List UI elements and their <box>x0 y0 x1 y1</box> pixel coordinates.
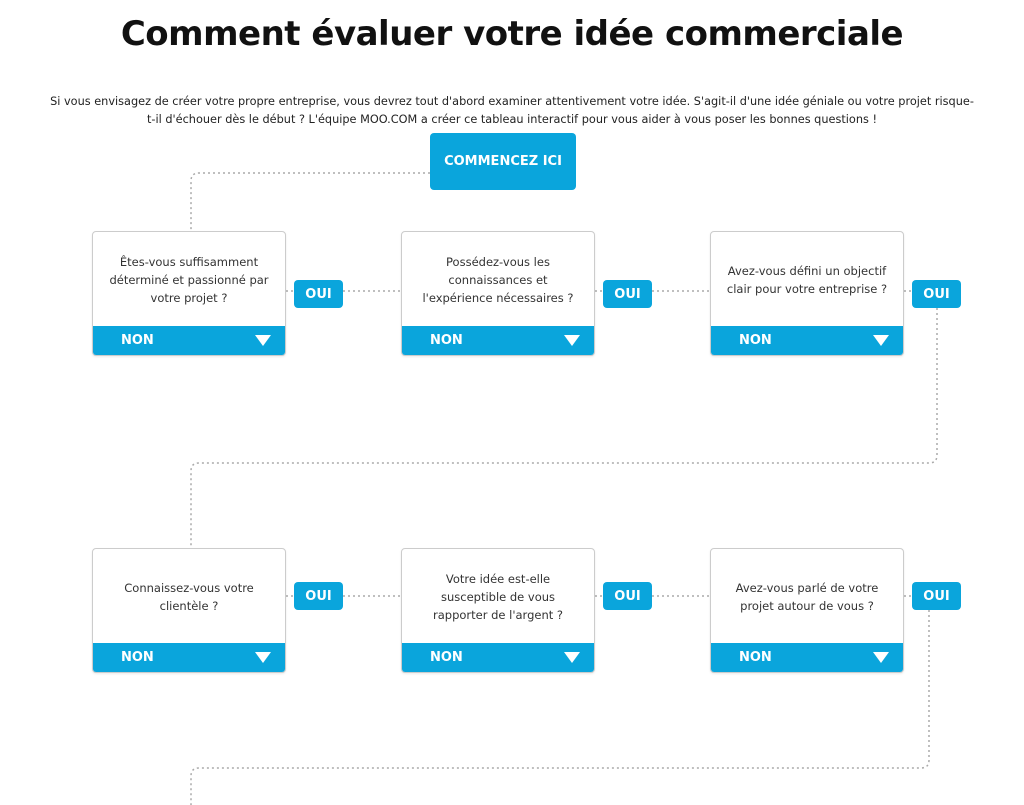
question-card: Avez-vous parlé de votre projet autour d… <box>710 548 904 673</box>
question-text: Connaissez-vous votre clientèle ? <box>124 581 254 613</box>
question-text: Possédez-vous les connaissances et l'exp… <box>422 255 574 305</box>
no-label: NON <box>430 333 463 348</box>
yes-button[interactable]: OUI <box>912 280 961 308</box>
question-text: Avez-vous défini un objectif clair pour … <box>726 264 888 296</box>
yes-button[interactable]: OUI <box>603 582 652 610</box>
question-card: Êtes-vous suffisamment déterminé et pass… <box>92 231 286 356</box>
no-label: NON <box>121 650 154 665</box>
no-button[interactable]: NON <box>93 643 285 672</box>
no-label: NON <box>739 650 772 665</box>
triangle-down-icon <box>255 652 271 663</box>
question-card: Connaissez-vous votre clientèle ? NON <box>92 548 286 673</box>
triangle-down-icon <box>255 335 271 346</box>
intro-text: Si vous envisagez de créer votre propre … <box>50 95 974 127</box>
no-button[interactable]: NON <box>711 326 903 355</box>
question-text: Êtes-vous suffisamment déterminé et pass… <box>109 255 269 305</box>
yes-button[interactable]: OUI <box>603 280 652 308</box>
question-text: Votre idée est-elle susceptible de vous … <box>433 572 563 622</box>
triangle-down-icon <box>564 335 580 346</box>
question-card: Possédez-vous les connaissances et l'exp… <box>401 231 595 356</box>
page-title: Comment évaluer votre idée commerciale <box>120 14 904 54</box>
no-button[interactable]: NON <box>711 643 903 672</box>
yes-button[interactable]: OUI <box>294 582 343 610</box>
triangle-down-icon <box>873 335 889 346</box>
no-label: NON <box>430 650 463 665</box>
no-button[interactable]: NON <box>402 326 594 355</box>
question-card: Votre idée est-elle susceptible de vous … <box>401 548 595 673</box>
start-button[interactable]: COMMENCEZ ICI <box>430 133 576 190</box>
yes-button[interactable]: OUI <box>912 582 961 610</box>
no-label: NON <box>121 333 154 348</box>
question-text: Avez-vous parlé de votre projet autour d… <box>735 581 879 613</box>
triangle-down-icon <box>873 652 889 663</box>
triangle-down-icon <box>564 652 580 663</box>
question-card: Avez-vous défini un objectif clair pour … <box>710 231 904 356</box>
no-label: NON <box>739 333 772 348</box>
no-button[interactable]: NON <box>93 326 285 355</box>
no-button[interactable]: NON <box>402 643 594 672</box>
yes-button[interactable]: OUI <box>294 280 343 308</box>
